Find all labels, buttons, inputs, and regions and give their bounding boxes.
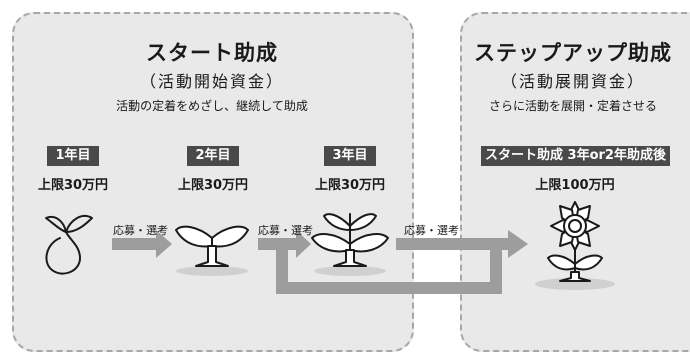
arrow-label-1: 応募・選考 [113, 224, 168, 237]
start-subtitle: （活動開始資金） [139, 72, 285, 91]
stepup-limit: 上限100万円 [535, 178, 615, 193]
flower-icon [547, 201, 603, 282]
arrow-3 [396, 230, 528, 258]
stepup-subtitle: （活動展開資金） [500, 72, 646, 91]
loop-connector [276, 244, 502, 294]
year2-limit: 上限30万円 [177, 178, 249, 193]
arrow-label-3: 応募・選考 [404, 224, 459, 237]
plant-icon [311, 213, 389, 267]
arrow-1 [112, 230, 172, 258]
stepup-grant-panel [460, 12, 690, 352]
start-grant-panel [12, 12, 414, 352]
ground-shadow-3 [314, 266, 386, 276]
year3-badge: 3年目 [324, 146, 376, 166]
sprout-icon [175, 225, 249, 267]
year2-badge: 2年目 [187, 146, 239, 166]
ground-shadow-2 [176, 266, 248, 276]
year1-badge: 1年目 [47, 146, 99, 166]
ground-shadow-4 [535, 278, 615, 290]
stepup-badge: スタート助成 3年or2年助成後 [481, 146, 670, 166]
flow-diagram [45, 201, 615, 294]
year3-limit: 上限30万円 [314, 178, 386, 193]
sprout-seed-icon [45, 214, 93, 275]
stepup-title: ステップアップ助成 [474, 41, 672, 65]
year1-limit: 上限30万円 [37, 178, 109, 193]
start-description: 活動の定着をめざし、継続して助成 [116, 99, 308, 113]
arrow-label-2: 応募・選考 [258, 224, 313, 237]
stepup-description: さらに活動を展開・定着させる [488, 99, 658, 113]
start-title: スタート助成 [146, 41, 278, 65]
